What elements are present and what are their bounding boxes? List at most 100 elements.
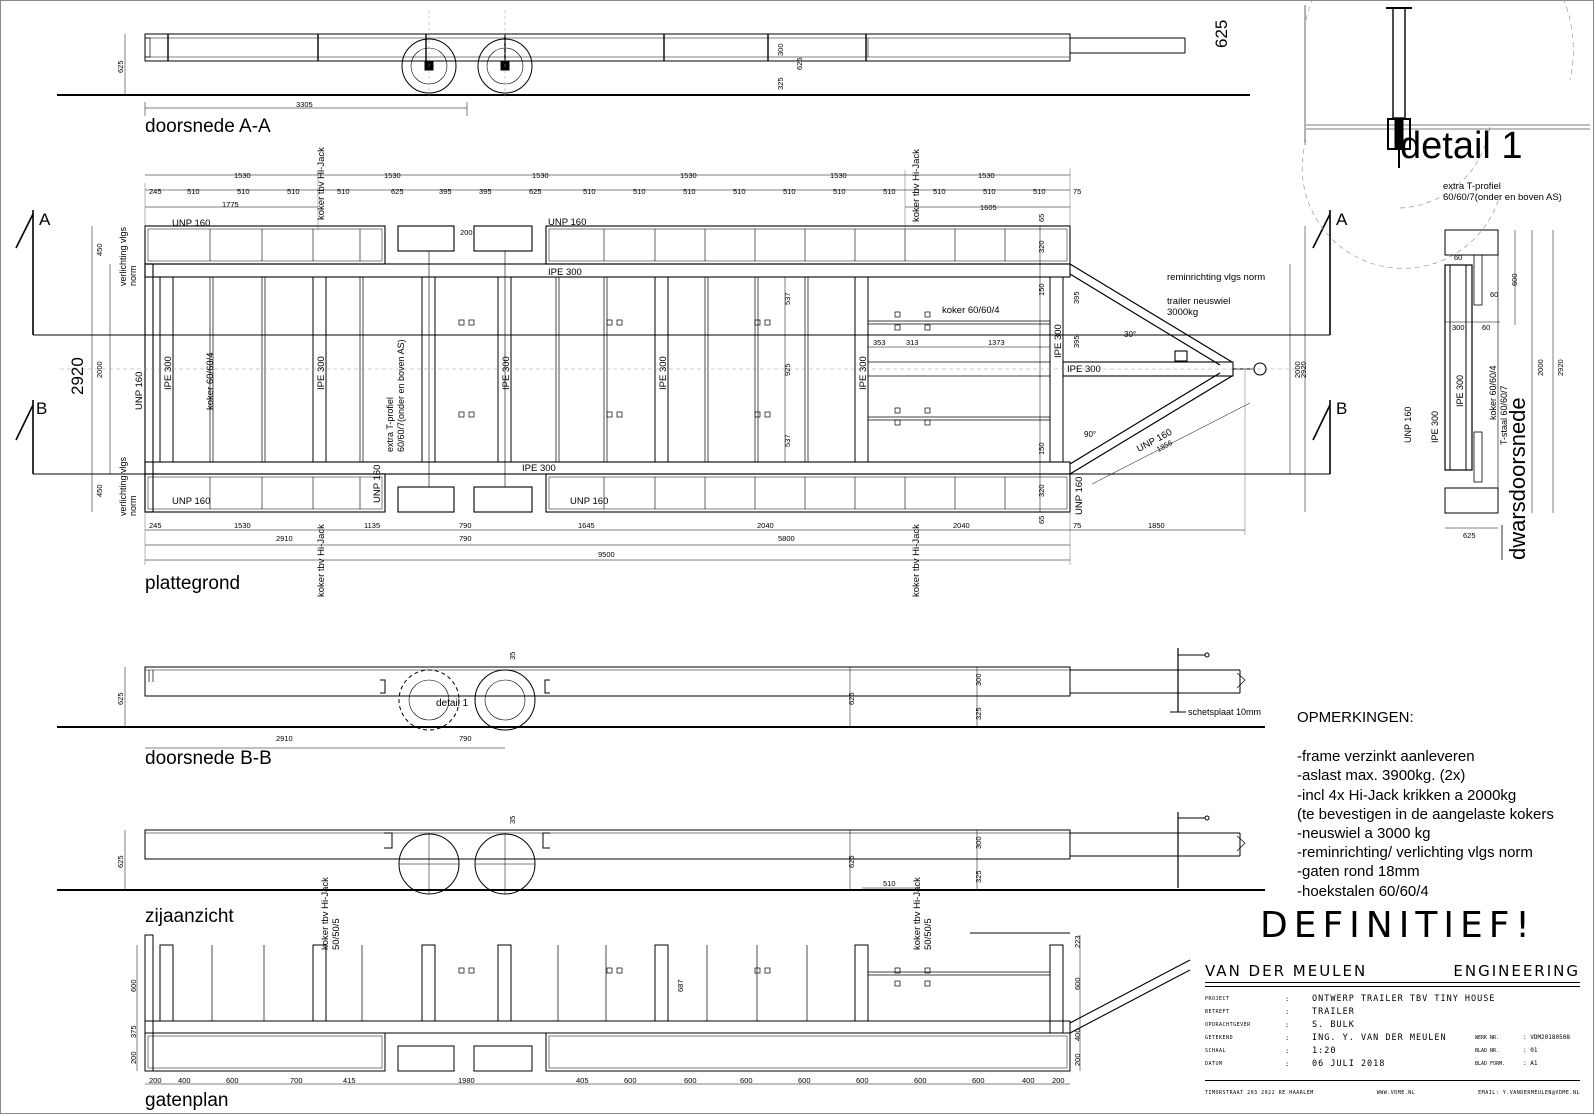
tb-value: 06 JULI 2018 [1312, 1059, 1386, 1069]
tb-value2: : A1 [1523, 1060, 1538, 1067]
label-ipe300-cross-4: IPE 300 [658, 356, 669, 390]
tb-value: ING. Y. VAN DER MEULEN [1312, 1033, 1447, 1043]
dim-bottom-2040-1: 2040 [757, 521, 774, 530]
dim-bottom2-2910: 2910 [276, 534, 293, 543]
label-ipe300-top: IPE 300 [548, 267, 582, 278]
remarks-list: -frame verzinkt aanleveren -aslast max. … [1297, 747, 1554, 901]
tb-email: EMAIL: Y.VANDERMEULEN@VDME.NL [1478, 1090, 1580, 1096]
holes-dim-200: 200 [129, 1051, 138, 1064]
cross-label-ipe300-b: IPE 300 [1455, 374, 1465, 407]
title-block-rule [1205, 982, 1580, 983]
cross-section-view [1444, 229, 1554, 560]
bb-dim-625: 625 [116, 692, 125, 705]
tb-address: TIMORSTRAAT 203 2022 RE HAARLEM [1205, 1090, 1314, 1096]
section-marker-a-left: A [39, 210, 51, 229]
tb-colon: : [1285, 1034, 1290, 1042]
tb-key: SCHAAL [1205, 1048, 1227, 1054]
dim-320-bottom: 320 [1037, 484, 1046, 497]
holes-dim-200b: 200 [1073, 1053, 1082, 1066]
dim-bottom-245: 245 [149, 521, 162, 530]
remarks-heading: OPMERKINGEN: [1297, 709, 1414, 726]
dim-top-75: 75 [1073, 187, 1082, 196]
holes-row-9: 600 [740, 1076, 753, 1085]
label-extra-t-line-1: extra T-profiel [385, 397, 395, 452]
dim-3305: 3305 [296, 100, 313, 109]
label-neuswiel: trailer neuswiel 3000kg [1167, 296, 1230, 318]
tb-row-betreft: BETREFT : TRAILER [1205, 1007, 1580, 1019]
dim-537-bottom: 537 [783, 434, 792, 447]
tb-colon: : [1285, 995, 1290, 1003]
dim-bottom-2040-2: 2040 [953, 521, 970, 530]
label-unp160-top-right: UNP 160 [548, 217, 587, 228]
cross-label-unp160: UNP 160 [1403, 406, 1413, 443]
cross-dim-60-3: 60 [1482, 323, 1491, 332]
dim-top-510-6: 510 [633, 187, 646, 196]
remark-item: -neuswiel a 3000 kg [1297, 825, 1431, 843]
dim-mid-1530-4: 1530 [680, 171, 697, 180]
dim-925: 925 [783, 363, 792, 376]
label-verlichting-top-line-1: verlichting vlgs [118, 226, 128, 286]
tb-row-datum: DATUM : 06 JULI 2018 BLAD FORM. : A1 [1205, 1059, 1580, 1071]
dim-395-mid: 395 [1072, 335, 1081, 348]
label-unp160-top-left: UNP 160 [172, 218, 211, 229]
label-koker-5050-left-line-2: 50/50/5 [331, 918, 342, 950]
label-ipe300-cross-5: IPE 300 [858, 356, 869, 390]
holes-row-15: 200 [1052, 1076, 1065, 1085]
tb-key: GETEKEND [1205, 1035, 1234, 1041]
dim-625-large: 625 [1212, 19, 1231, 48]
dim-bottom2-5800: 5800 [778, 534, 795, 543]
label-unp160-end: UNP 160 [134, 371, 145, 410]
dim-2000-left: 2000 [95, 361, 104, 378]
tb-key2: WERK NR. [1475, 1035, 1500, 1041]
dim-353: 353 [873, 338, 886, 347]
cross-dim-60-1: 60 [1454, 253, 1463, 262]
label-ipe300-cross-6: IPE 300 [1053, 324, 1064, 358]
dim-313: 313 [906, 338, 919, 347]
holes-dim-223: 223 [1073, 935, 1082, 948]
dim-top-510-1: 510 [187, 187, 200, 196]
section-marker-a-right: A [1336, 210, 1348, 229]
label-ipe300-cross-3: IPE 300 [501, 356, 512, 390]
holes-dim-400: 400 [1073, 1028, 1082, 1041]
tb-key2: BLAD FORM. [1475, 1061, 1506, 1067]
dim-total-9500: 9500 [598, 550, 615, 559]
dim-top-510-8: 510 [733, 187, 746, 196]
dim-top-625-2: 625 [529, 187, 542, 196]
dim-1605: 1605 [980, 203, 997, 212]
holes-row-5: 1980 [458, 1076, 475, 1085]
label-koker-5050-right: koker tbv Hi-Jack 50/50/5 [912, 877, 934, 950]
dim-450-top: 450 [95, 243, 104, 256]
label-unp160-bottom-left: UNP 160 [172, 496, 211, 507]
title-block-rule-2 [1205, 986, 1580, 987]
remark-item: -incl 4x Hi-Jack krikken a 2000kg [1297, 786, 1517, 804]
bb-dim-2910: 2910 [276, 734, 293, 743]
label-neuswiel-line-2: 3000kg [1167, 307, 1199, 318]
cross-dim-2920: 2920 [1556, 359, 1565, 376]
dim-mid-1530-2: 1530 [384, 171, 401, 180]
dim-200-well: 200 [460, 228, 473, 237]
holes-dim-600: 600 [129, 979, 138, 992]
dim-150-top: 150 [1037, 283, 1046, 296]
label-angle-30: 30° [1124, 330, 1137, 339]
dim-aa-625: 625 [116, 60, 125, 73]
bb-dim-300: 300 [974, 673, 983, 686]
label-koker-hijack-bottom-left: koker tbv Hi-Jack [316, 524, 327, 597]
dim-1373: 1373 [988, 338, 1005, 347]
dim-mid-1530-3: 1530 [532, 171, 549, 180]
dim-top-510-2: 510 [237, 187, 250, 196]
dim-top-625-1: 625 [391, 187, 404, 196]
dim-aa-625b: 625 [795, 57, 804, 70]
dim-aa-325: 325 [776, 77, 785, 90]
side-dim-300: 300 [974, 836, 983, 849]
label-koker-5050-right-line-1: koker tbv Hi-Jack [912, 877, 923, 950]
title-block-rule-3 [1205, 1080, 1580, 1081]
title-block: VAN DER MEULEN ENGINEERING PROJECT : ONT… [1205, 962, 1580, 1098]
view-title-section-aa: doorsnede A-A [145, 116, 271, 137]
detail-note-line-1: extra T-profiel [1443, 181, 1501, 192]
tb-website: WWW.VDME.NL [1376, 1090, 1416, 1096]
cross-dim-300: 300 [1452, 323, 1465, 332]
label-verlichting-bottom: verlichting vlgs norm [118, 457, 138, 516]
detail-1-view [1301, 0, 1590, 269]
dim-top-510-7: 510 [683, 187, 696, 196]
